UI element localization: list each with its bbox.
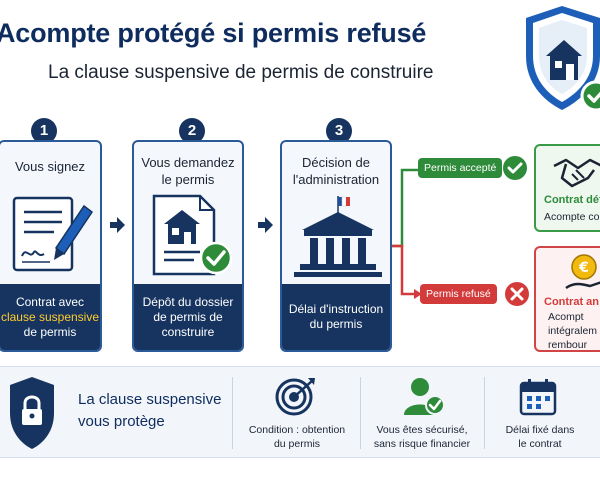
divider <box>232 377 233 449</box>
target-icon <box>275 378 315 416</box>
step-title: Vous demandez le permis <box>141 155 235 187</box>
step-number-1: 1 <box>31 118 57 144</box>
permit-refused-pill: Permis refusé <box>420 284 497 304</box>
step-footer: Dépôt du dossier de permis de construire <box>134 284 242 350</box>
outcome-title: Contrat an <box>544 296 599 308</box>
benefit-deadline: Délai fixé dans le contrat <box>505 424 575 450</box>
benefit-condition: Condition : obtention du permis <box>248 424 346 450</box>
page-subtitle: La clause suspensive de permis de constr… <box>48 62 434 83</box>
handshake-icon <box>553 158 600 188</box>
step-title: Décision de l'administration <box>292 155 380 187</box>
highlight-text: clause suspensive <box>0 309 100 324</box>
outcome-refused-card: € Contrat an Acompt intégralem rembour <box>534 246 600 352</box>
outcome-accepted-card: Contrat défi Acompte co <box>534 144 600 232</box>
protection-heading: La clause suspensive vous protège <box>78 391 222 430</box>
step-footer: Contrat avec clause suspensive de permis <box>0 284 100 350</box>
step-number-3: 3 <box>326 118 352 144</box>
calendar-icon <box>519 379 557 416</box>
cross-circle-icon <box>505 282 529 306</box>
euro-refund-icon: € <box>565 254 600 290</box>
step-footer: Délai d'instruction du permis <box>282 284 390 350</box>
outcome-text: Acompt intégralem rembour <box>548 311 598 351</box>
permit-accepted-pill: Permis accepté <box>418 158 503 178</box>
arrow-right-icon <box>110 217 125 233</box>
signed-contract-icon <box>12 196 94 272</box>
step-card-sign: Vous signez Contrat avec clause suspensi… <box>0 140 102 352</box>
check-circle-icon <box>503 156 527 180</box>
divider <box>484 377 485 449</box>
arrow-right-icon <box>258 217 273 233</box>
step-card-request: Vous demandez le permis Dépôt du dossier… <box>132 140 244 352</box>
page-title: Acompte protégé si permis refusé <box>0 18 427 48</box>
shield-lock-icon <box>10 377 54 449</box>
outcome-title: Contrat défi <box>544 194 600 206</box>
divider <box>360 377 361 449</box>
town-hall-icon <box>294 196 382 277</box>
step-title: Vous signez <box>14 159 86 174</box>
protection-summary-band: La clause suspensive vous protège Condit… <box>0 366 600 458</box>
benefit-security: Vous êtes sécurisé, sans risque financie… <box>373 424 471 450</box>
step-number-2: 2 <box>179 118 205 144</box>
house-document-icon <box>152 194 233 276</box>
step-card-decision: Décision de l'administration Délai d'ins… <box>280 140 392 352</box>
svg-text:€: € <box>578 260 589 276</box>
shield-house-icon <box>526 6 600 112</box>
branch-connector <box>392 168 422 299</box>
outcome-text: Acompte co <box>544 211 600 223</box>
user-check-icon <box>404 378 445 415</box>
